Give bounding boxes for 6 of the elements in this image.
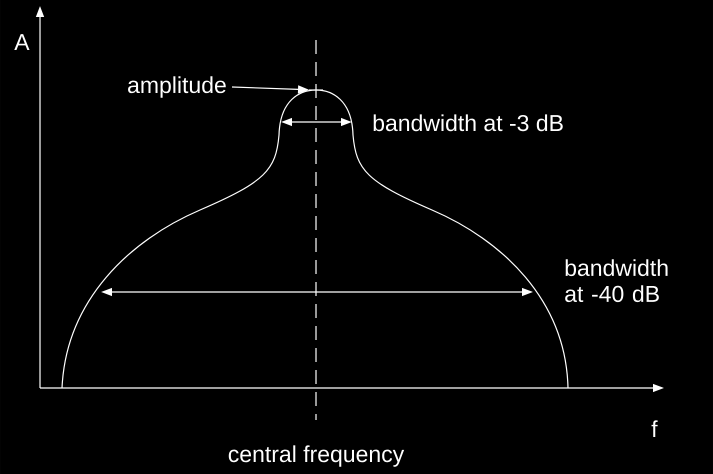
axis-label: A — [14, 34, 30, 50]
axis-label: f — [652, 420, 658, 437]
amplitude-label: amplitude — [128, 76, 226, 98]
axis-label: central frequency — [228, 445, 404, 467]
dimension-label: bandwidth at -40 dB — [565, 259, 668, 302]
dimension-label: bandwidth at -3 dB — [374, 114, 563, 132]
